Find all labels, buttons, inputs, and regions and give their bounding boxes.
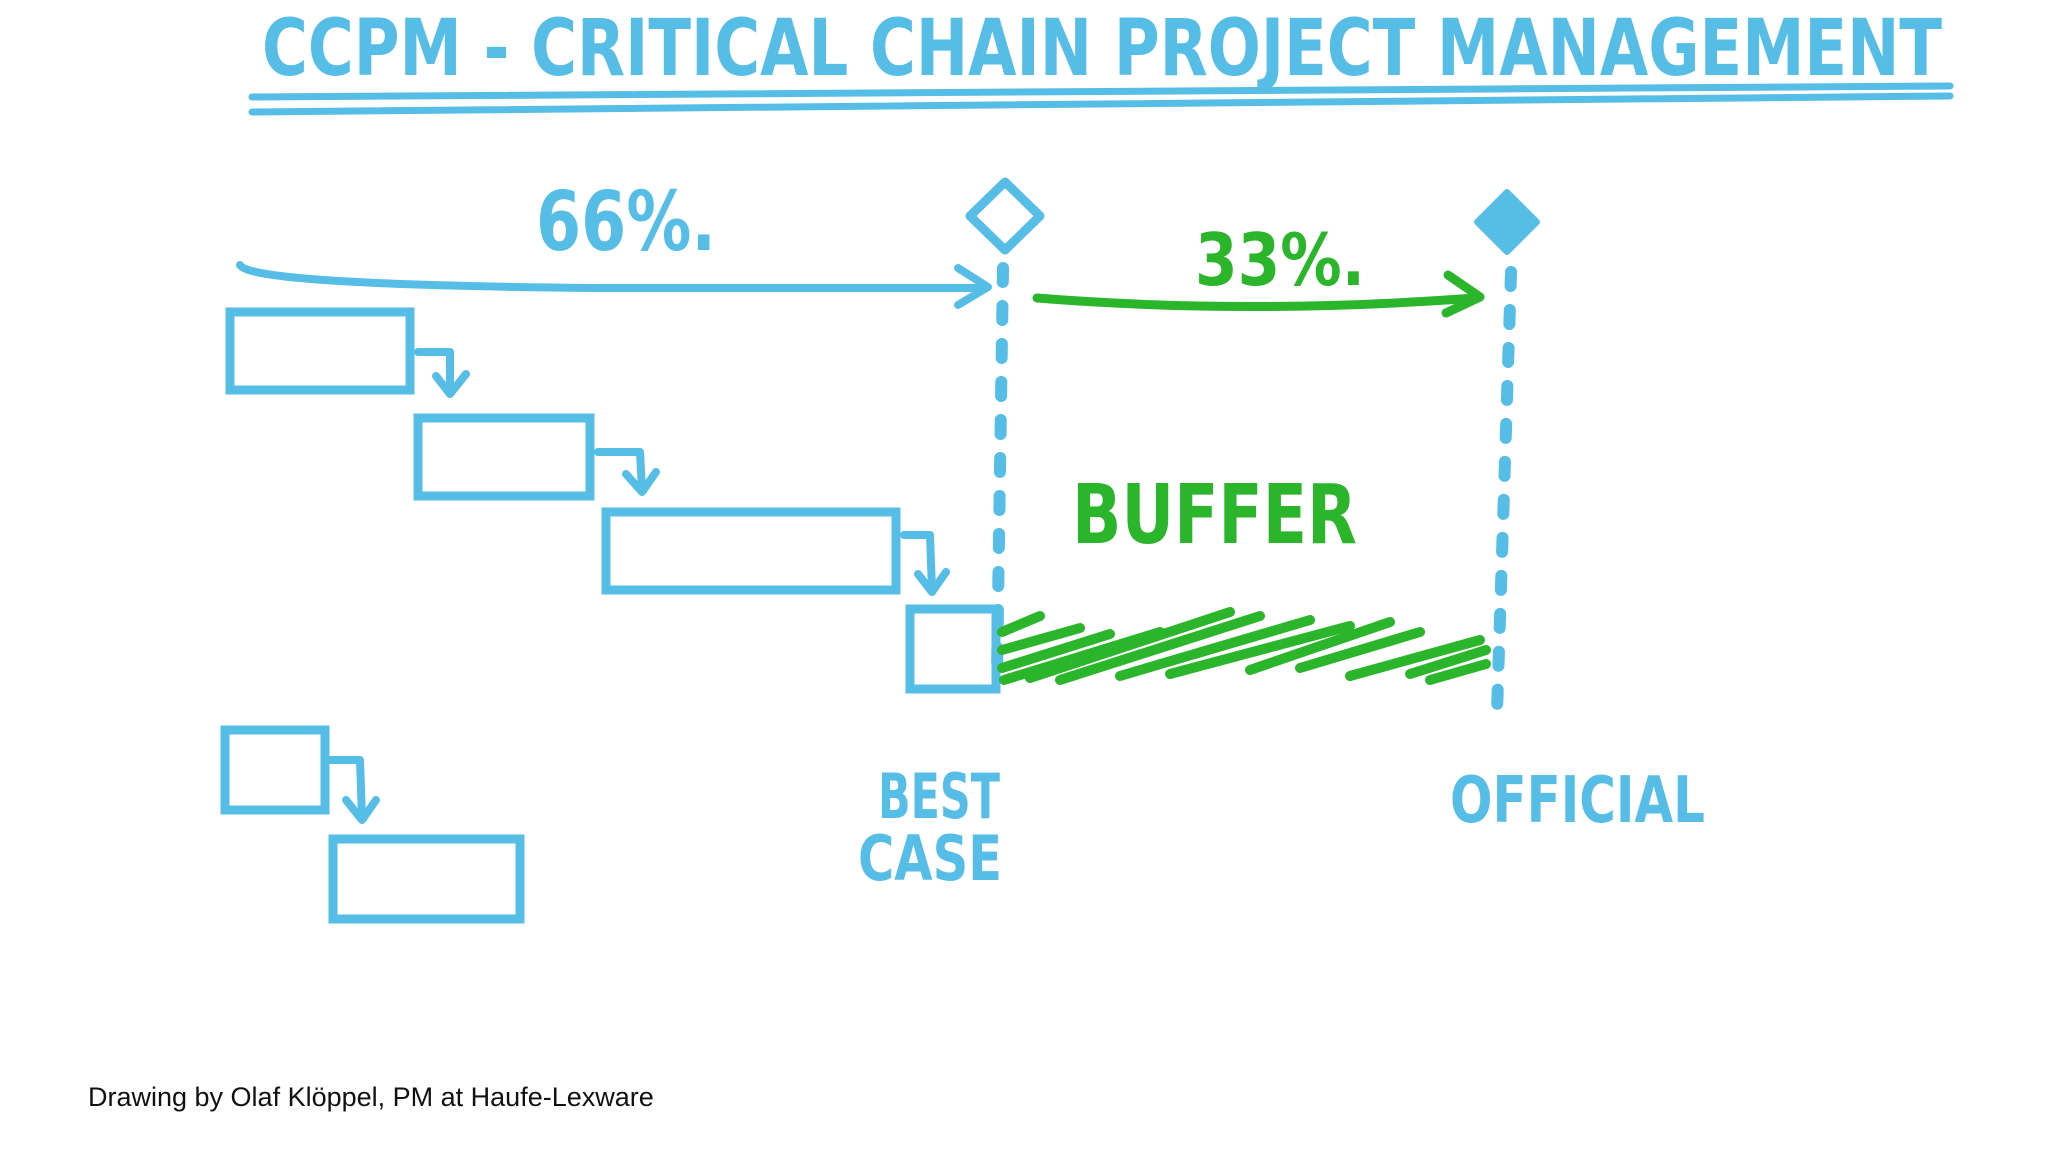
task-box bbox=[905, 604, 1001, 694]
title-underline-second bbox=[248, 92, 1954, 116]
title-underline bbox=[248, 82, 1954, 101]
official-dotted-line bbox=[1491, 266, 1517, 718]
task-box bbox=[601, 507, 901, 595]
feeding-task-box bbox=[220, 725, 330, 815]
official-label: OFFICIAL bbox=[1450, 764, 1705, 838]
task-box bbox=[413, 413, 595, 501]
buffer-label: BUFFER bbox=[1072, 468, 1357, 563]
best-share-arrow bbox=[236, 261, 989, 292]
dependency-arrow-icon bbox=[414, 348, 470, 398]
buffer-share-arrowhead bbox=[1441, 270, 1485, 318]
diagram-title: CCPM - CRITICAL CHAIN PROJECT MANAGEMENT bbox=[262, 4, 1942, 94]
dependency-arrow-icon bbox=[594, 448, 660, 496]
buffer-hatching bbox=[997, 607, 1491, 685]
best-share-arrowhead bbox=[954, 264, 992, 309]
feeding-task-box bbox=[328, 834, 525, 924]
dependency-arrow-icon bbox=[900, 531, 950, 596]
buffer-share-label: 33%. bbox=[1195, 218, 1365, 302]
drawing-credit: Drawing by Olaf Klöppel, PM at Haufe-Lex… bbox=[88, 1082, 654, 1112]
task-box bbox=[225, 307, 415, 395]
best-case-milestone-icon bbox=[965, 177, 1045, 255]
best-case-label-line2: CASE bbox=[858, 822, 1002, 895]
best-case-label-line1: BEST bbox=[878, 760, 1000, 833]
official-milestone-icon bbox=[1474, 189, 1540, 255]
buffer-share-arrow bbox=[1032, 293, 1480, 311]
best-share-label: 66%. bbox=[536, 175, 716, 270]
dependency-arrow-icon bbox=[326, 756, 380, 824]
